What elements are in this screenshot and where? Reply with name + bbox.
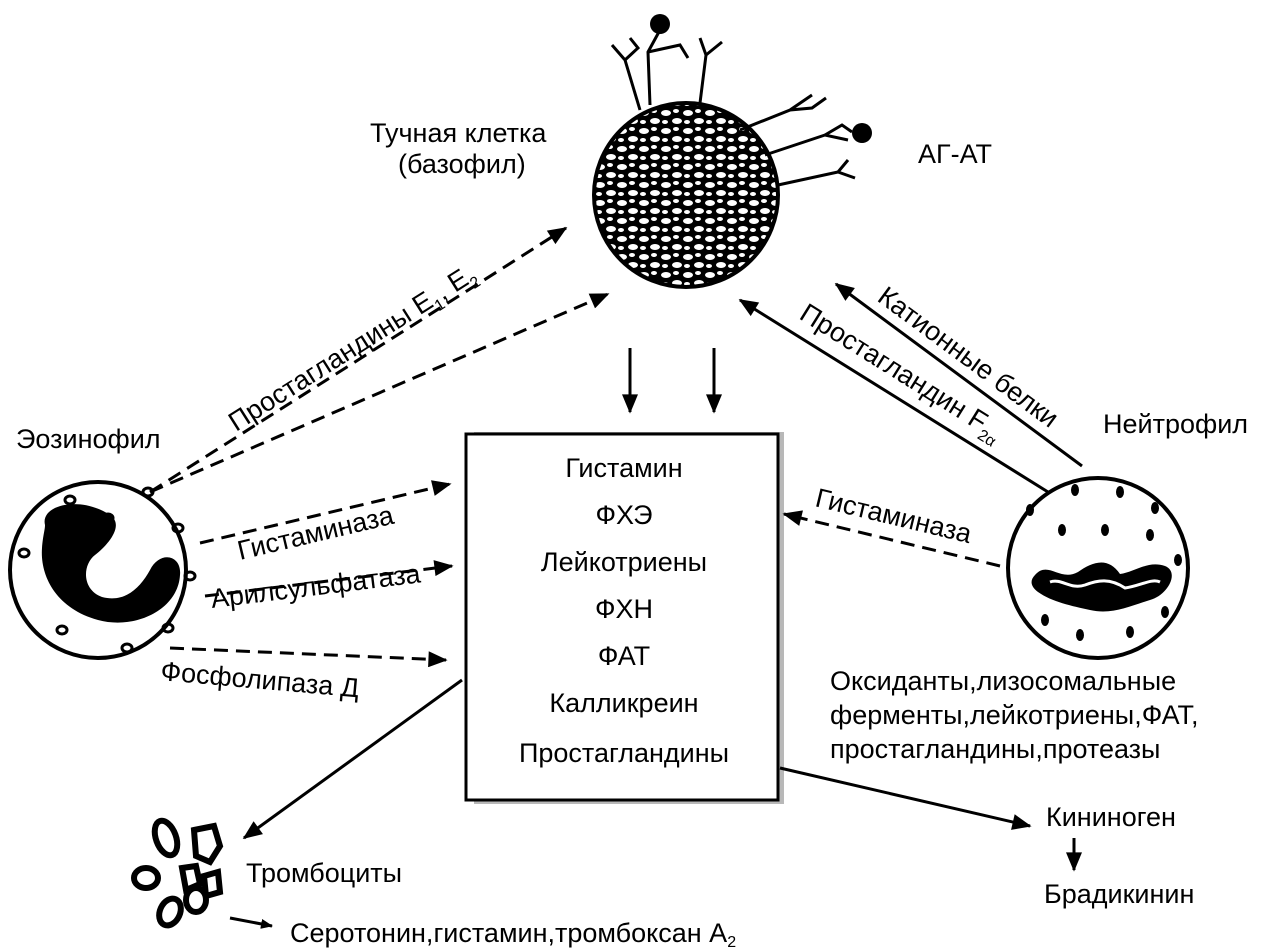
- mediator-item: Лейкотриены: [541, 547, 707, 577]
- platelet-products-label: Серотонин,гистамин,тромбоксан А2: [290, 918, 736, 951]
- mast-cell: [594, 14, 872, 287]
- kallikrein-to-kininogen-arrow: [780, 768, 1030, 826]
- eosinophil-cell: [10, 482, 195, 658]
- neutrophil-cell: [1008, 478, 1188, 658]
- phospholipase-arrow: [170, 648, 446, 660]
- neutrophil-products-line3: простагландины,протеазы: [830, 734, 1160, 764]
- neutrophil-products-line2: ферменты,лейкотриены,ФАТ,: [830, 700, 1199, 730]
- platelet-products-arrow: [230, 918, 272, 926]
- antigen-antibody-label: АГ-АТ: [918, 139, 992, 169]
- neutrophil-products-line1: Оксиданты,лизосомальные: [830, 666, 1176, 696]
- mast-cell-label-sub: (базофил): [398, 149, 526, 179]
- mediator-item: ФХН: [595, 594, 653, 624]
- mediator-item: Простагландины: [519, 738, 729, 768]
- neutrophil-label: Нейтрофил: [1103, 409, 1248, 439]
- phospholipase-label: Фосфолипаза Д: [159, 656, 360, 703]
- histaminase-neutrophil-label: Гистаминаза: [813, 483, 976, 550]
- prostaglandins-e-label: Простагландины E1, E2: [223, 258, 484, 441]
- mediator-item: ФХЭ: [595, 500, 652, 530]
- mast-cell-body: [594, 103, 778, 287]
- mast-cell-label: Тучная клетка: [370, 118, 547, 148]
- cationic-proteins-arrow: [836, 284, 1082, 466]
- arylsulfatase-label: Арилсульфатаза: [209, 558, 423, 614]
- platelet-activation-arrow: [244, 680, 462, 838]
- mediator-item: Калликреин: [549, 688, 698, 718]
- eosinophil-label: Эозинофил: [16, 424, 161, 454]
- kininogen-label: Кининоген: [1046, 802, 1176, 832]
- antigen-icon: [650, 14, 670, 34]
- mediator-item: Гистамин: [565, 453, 682, 483]
- bradykinin-label: Брадикинин: [1044, 879, 1194, 909]
- platelets-icon: [134, 818, 220, 929]
- mediator-item: ФАТ: [598, 641, 650, 671]
- histaminase-eosinophil-label: Гистаминаза: [234, 500, 397, 566]
- antigen-icon: [852, 123, 872, 143]
- platelets-label: Тромбоциты: [246, 858, 402, 888]
